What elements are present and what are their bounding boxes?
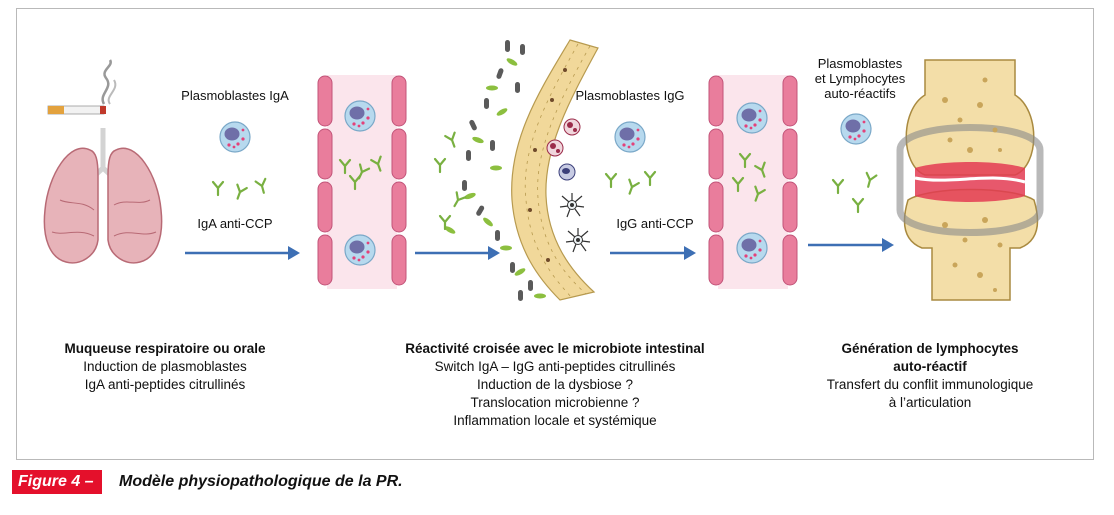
iga-antibodies: [211, 177, 270, 202]
arrow-1: [185, 246, 300, 260]
plasmoblast-igg-cell: [614, 121, 646, 153]
caption-2-line-1: Switch IgA – IgG anti-peptides citrullin…: [434, 359, 676, 374]
caption-3-heading-1: Génération de lymphocytes: [841, 341, 1019, 356]
caption-1-line-1: Induction de plasmoblastes: [83, 359, 247, 374]
caption-2-heading: Réactivité croisée avec le microbiote in…: [405, 341, 705, 356]
caption-1-heading: Muqueuse respiratoire ou orale: [64, 341, 266, 356]
caption-3-line-2: à l’articulation: [888, 395, 972, 410]
cigarette-icon: [47, 59, 117, 115]
caption-2-line-2: Induction de la dysbiose ?: [476, 377, 634, 392]
gut-epithelium: [511, 39, 599, 301]
blood-vessel-2: [708, 75, 798, 289]
figure-title: Modèle physiopathologique de la PR.: [119, 473, 403, 490]
label-igg-anti-ccp: IgG anti-CCP: [616, 216, 694, 231]
figure-number-badge: Figure 4 –: [12, 470, 102, 494]
gut-bacteria: [444, 40, 546, 301]
label-plasmoblastes-igg: Plasmoblastes IgG: [575, 88, 685, 103]
igg-antibodies: [604, 170, 657, 197]
caption-panel-1: Muqueuse respiratoire ou orale Induction…: [30, 340, 300, 394]
arrow-4: [808, 238, 894, 252]
gut-antibodies: [433, 131, 467, 231]
arrow-3: [610, 246, 696, 260]
lungs-icon: [43, 128, 163, 264]
label-plasmoblastes-lymphocytes: Plasmoblastes et Lymphocytes auto-réacti…: [814, 56, 906, 101]
blood-vessel-1: [317, 75, 407, 289]
label-plasmoblastes-iga: Plasmoblastes IgA: [181, 88, 289, 103]
label-iga-anti-ccp: IgA anti-CCP: [197, 216, 273, 231]
caption-1-line-2: IgA anti-peptides citrullinés: [84, 377, 246, 392]
caption-3-heading-2: auto-réactif: [893, 359, 967, 374]
autoreactive-antibodies: [831, 171, 878, 214]
autoreactive-cell: [840, 113, 872, 145]
immune-cells-lamina: [546, 118, 591, 253]
caption-2-line-3: Translocation microbienne ?: [470, 395, 640, 410]
caption-3-line-1: Transfert du conflit immunologique: [826, 377, 1034, 392]
caption-2-line-4: Inflammation locale et systémique: [453, 413, 657, 428]
plasmoblast-iga-cell: [219, 121, 251, 153]
caption-panel-3: Génération de lymphocytes auto-réactif T…: [780, 340, 1080, 412]
caption-panel-2: Réactivité croisée avec le microbiote in…: [360, 340, 750, 430]
joint-icon: [896, 59, 1044, 301]
arrow-2: [415, 246, 500, 260]
